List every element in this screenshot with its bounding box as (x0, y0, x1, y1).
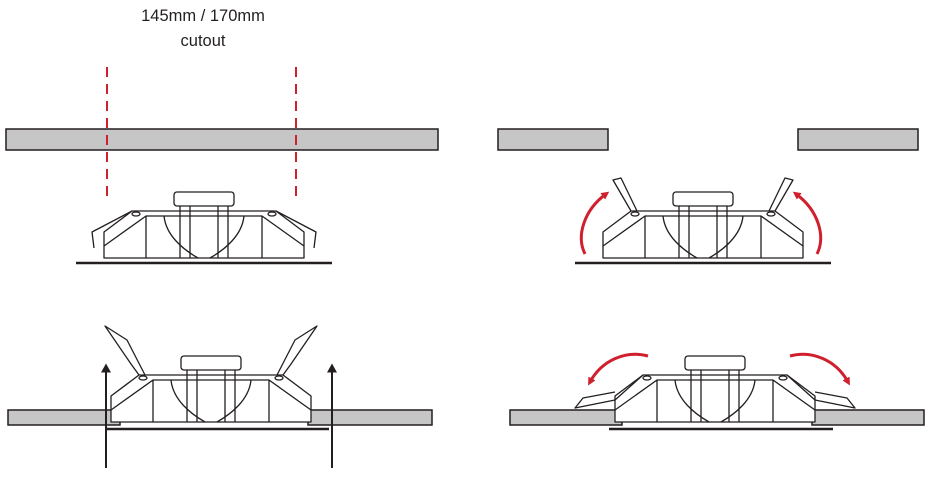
speaker-clips-rotating-down (574, 355, 856, 431)
step-4-lock-clips (509, 352, 925, 431)
rotate-arrow-right (792, 191, 823, 255)
rotate-arrow-left (588, 352, 649, 386)
cutout-size-label: 145mm / 170mm (141, 7, 265, 25)
step-3-insert-speaker (7, 325, 433, 468)
step-2-open-clips (497, 128, 919, 265)
ceiling-panel-left (497, 128, 609, 151)
rotate-arrow-right (789, 352, 850, 386)
rotate-arrow-left (579, 191, 610, 255)
speaker-clips-rotating-up (575, 177, 831, 265)
ceiling-panel-right (307, 409, 433, 426)
ceiling-panel-right (797, 128, 919, 151)
cutout-word-label: cutout (180, 32, 226, 50)
ceiling-panel-left (509, 409, 623, 426)
ceiling-panel-left (7, 409, 121, 426)
step-1-mark-cutout (5, 67, 439, 265)
ceiling-panel-right (811, 409, 925, 426)
speaker-closed-clips (76, 191, 332, 265)
ceiling-panel (5, 128, 439, 151)
speaker-pushed-into-ceiling (104, 325, 329, 431)
